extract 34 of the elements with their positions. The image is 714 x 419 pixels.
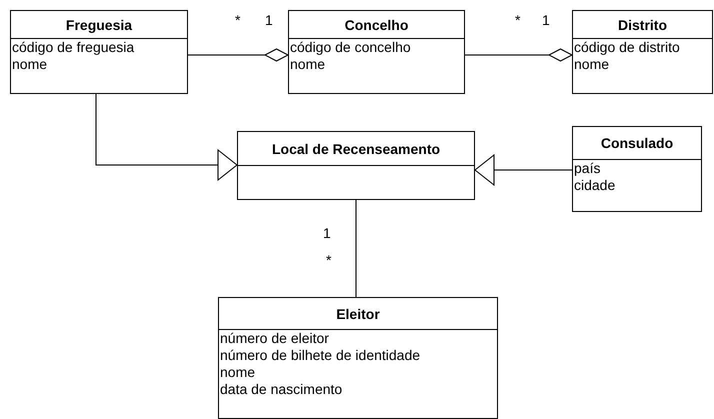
- attribute-text: número de eleitor: [219, 330, 329, 347]
- inheritance-arrow: [474, 154, 572, 186]
- class-name: Concelho: [344, 16, 408, 32]
- class-name: Local de Recenseamento: [272, 140, 440, 156]
- inheritance-arrow: [96, 94, 238, 180]
- attribute-text: nome: [219, 364, 256, 381]
- class-name: Freguesia: [66, 16, 132, 32]
- class-box: [10, 10, 188, 94]
- class-box: [572, 10, 713, 94]
- multiplicity-label: *: [235, 12, 240, 28]
- class-box: [288, 10, 465, 94]
- multiplicity-label: 1: [542, 12, 550, 28]
- class-box: [237, 131, 475, 200]
- attribute-text: número de bilhete de identidade: [219, 347, 420, 364]
- attribute-text: país: [573, 160, 600, 177]
- class-box: [218, 297, 498, 419]
- attribute-text: cidade: [573, 177, 616, 194]
- aggregation-line: [464, 48, 572, 62]
- multiplicity-label: *: [515, 12, 520, 28]
- class-name: Eleitor: [336, 306, 380, 322]
- attribute-text: código de concelho: [289, 39, 411, 56]
- class-name: Consulado: [600, 135, 674, 151]
- multiplicity-label: 1: [265, 12, 273, 28]
- class-name: Distrito: [618, 16, 667, 32]
- class-box: [572, 126, 702, 212]
- attribute-text: código de freguesia: [11, 39, 134, 56]
- attribute-text: nome: [573, 56, 610, 73]
- attribute-text: código de distrito: [573, 39, 680, 56]
- attribute-text: data de nascimento: [219, 381, 342, 398]
- multiplicity-label: 1: [323, 225, 331, 241]
- multiplicity-label: *: [326, 252, 332, 268]
- aggregation-line: [188, 48, 288, 62]
- attribute-text: nome: [11, 56, 48, 73]
- attribute-text: nome: [289, 56, 326, 73]
